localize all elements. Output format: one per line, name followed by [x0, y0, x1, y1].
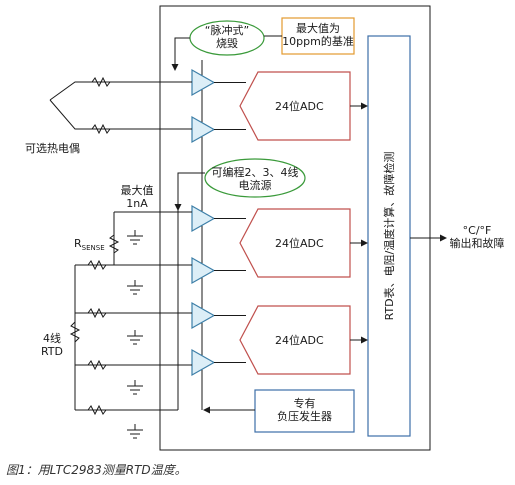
thermocouple-label: 可选热电偶: [25, 142, 80, 155]
reference-box: [281, 17, 355, 55]
adc-block-2: [239, 208, 351, 278]
rtd-label: 4线 RTD: [40, 332, 64, 358]
figure-caption: 图1：用LTC2983测量RTD温度。: [6, 463, 187, 477]
neg-voltage-label: 专有 负压发生器: [277, 397, 332, 423]
resistors: [69, 76, 120, 416]
current-source-ellipse: [204, 158, 306, 198]
adc-block-3: [239, 305, 351, 375]
amp-adc-wires: [214, 82, 246, 363]
current-source-connector: [174, 172, 205, 211]
processing-label: RTD表、电阻/温度计算、故障检测: [382, 152, 396, 321]
output-label: °C/°F 输出和故障: [449, 224, 505, 250]
neg-voltage-generator-box: [254, 389, 355, 433]
max-current-label: 最大值 1nA: [120, 184, 154, 210]
adc-label-1: 24位ADC: [275, 100, 324, 113]
input-wires: [49, 81, 192, 411]
current-source-label: 可编程2、3、4线 电流源: [211, 166, 299, 192]
rsense-label: RSENSE: [74, 237, 105, 253]
chip-outline: [159, 5, 431, 451]
ground-symbols: [127, 230, 143, 439]
adc-block-1: [239, 71, 351, 141]
pulse-burn-connector: [171, 37, 190, 71]
amp-4: [191, 256, 216, 285]
amp-1: [191, 68, 216, 97]
adc-label-3: 24位ADC: [275, 334, 324, 347]
amp-5: [191, 301, 216, 330]
reference-label: 最大值为 10ppm的基准: [282, 22, 354, 48]
amplifiers: [191, 68, 216, 377]
amp-6: [191, 348, 216, 377]
pulse-burn-label: “脉冲式” 烧毁: [204, 24, 250, 50]
amp-2: [191, 115, 216, 144]
amp-3: [191, 204, 216, 233]
processing-block: [367, 35, 411, 437]
adc-label-2: 24位ADC: [275, 237, 324, 250]
